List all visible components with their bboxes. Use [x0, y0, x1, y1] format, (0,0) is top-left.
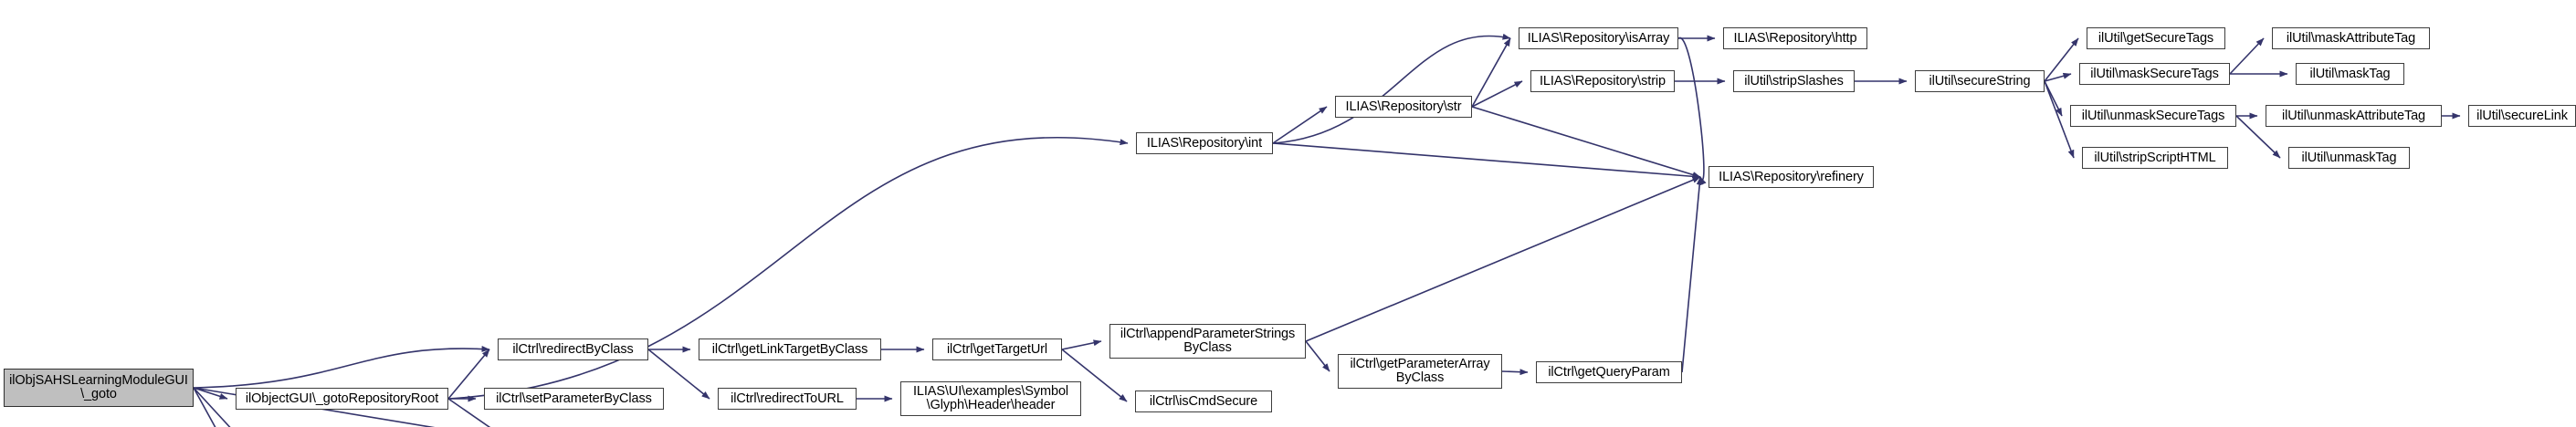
graph-node[interactable]: ilUtil\unmaskAttributeTag [2266, 105, 2442, 127]
graph-edge [1272, 106, 1328, 144]
graph-edge [2044, 72, 2072, 82]
graph-node-label: ILIAS\Repository\refinery [1719, 169, 1864, 184]
graph-node[interactable]: ilUtil\stripSlashes [1733, 70, 1855, 92]
graph-node-label: ilObjectGUI\_gotoRepositoryRoot [245, 391, 439, 406]
graph-node-label: ILIAS\Repository\str [1345, 99, 1462, 114]
graph-node[interactable]: ilCtrl\isCmdSecure [1135, 391, 1272, 412]
graph-node[interactable]: ilCtrl\getTargetUrl [932, 338, 1062, 360]
graph-node[interactable]: ilUtil\maskSecureTags [2079, 63, 2230, 85]
graph-node[interactable]: ilUtil\secureString [1915, 70, 2045, 92]
graph-node-label: ilUtil\stripSlashes [1744, 73, 1844, 89]
graph-node[interactable]: ilCtrl\getLinkTargetByClass [699, 338, 881, 360]
graph-node[interactable]: ilUtil\secureLink [2468, 105, 2576, 127]
graph-node-label: ilCtrl\getTargetUrl [946, 341, 1048, 357]
graph-node-label: ilCtrl\isCmdSecure [1149, 393, 1258, 409]
graph-edge [1272, 142, 1701, 180]
graph-node[interactable]: ilObjectGUI\_gotoRepositoryRoot [236, 388, 448, 410]
graph-node[interactable]: ilUtil\stripScriptHTML [2082, 147, 2228, 169]
graph-node[interactable]: ILIAS\Repository\strip [1530, 70, 1675, 92]
graph-node-label: ILIAS\UI\examples\Symbol \Glyph\Header\h… [912, 384, 1069, 412]
graph-node-label: ilCtrl\getLinkTargetByClass [711, 341, 868, 357]
graph-edge [2229, 37, 2265, 75]
graph-node-label: ilCtrl\appendParameterStrings ByClass [1120, 327, 1296, 355]
graph-node[interactable]: ilCtrl\redirectByClass [498, 338, 648, 360]
graph-node-label: ILIAS\Repository\strip [1539, 73, 1667, 89]
graph-edge [1471, 106, 1701, 178]
graph-node[interactable]: ILIAS\Repository\int [1136, 132, 1273, 154]
graph-node-label: ILIAS\Repository\int [1146, 135, 1263, 151]
graph-node[interactable]: ilCtrl\getQueryParam [1536, 361, 1682, 383]
graph-edge [1501, 369, 1529, 376]
graph-node-label: ilCtrl\getParameterArray ByClass [1350, 357, 1490, 385]
graph-edge [1272, 33, 1511, 144]
graph-node-label: ilUtil\unmaskAttributeTag [2281, 108, 2426, 123]
graph-edge [1471, 80, 1523, 108]
graph-edge [1305, 176, 1701, 342]
graph-node-label: ILIAS\Repository\http [1733, 30, 1857, 46]
graph-node-label: ilUtil\unmaskSecureTags [2081, 108, 2225, 123]
graph-node-label: ilCtrl\setParameterByClass [496, 391, 652, 406]
graph-node[interactable]: ilUtil\getSecureTags [2087, 27, 2225, 49]
graph-node-label: ilUtil\maskSecureTags [2090, 66, 2219, 81]
graph-node-label: ilCtrl\redirectByClass [512, 341, 634, 357]
graph-node-label: ilUtil\secureString [1929, 73, 2031, 89]
graph-edge [1681, 176, 1703, 373]
graph-node-label: ilUtil\secureLink [2476, 108, 2568, 123]
graph-node-root[interactable]: ilObjSAHSLearningModuleGUI \_goto [4, 369, 194, 407]
graph-node[interactable]: ILIAS\UI\examples\Symbol \Glyph\Header\h… [900, 381, 1081, 416]
graph-edge [2044, 80, 2063, 117]
graph-edge [193, 387, 228, 400]
graph-edge [1471, 37, 1511, 108]
graph-node[interactable]: ILIAS\Repository\str [1335, 96, 1472, 118]
graph-node-label: ilUtil\unmaskTag [2301, 150, 2397, 165]
graph-node[interactable]: ILIAS\Repository\refinery [1709, 166, 1874, 188]
graph-node[interactable]: ilUtil\maskTag [2296, 63, 2404, 85]
graph-node[interactable]: ilCtrl\getParameterArray ByClass [1338, 354, 1502, 389]
graph-edge [193, 346, 490, 389]
graph-node-label: ilCtrl\getQueryParam [1548, 364, 1670, 380]
graph-node[interactable]: ilUtil\unmaskTag [2288, 147, 2410, 169]
graph-node-label: ilUtil\stripScriptHTML [2094, 150, 2216, 165]
graph-node-label: ILIAS\Repository\isArray [1527, 30, 1670, 46]
graph-node[interactable]: ilCtrl\setParameterByClass [484, 388, 664, 410]
graph-node-label: ilUtil\maskTag [2309, 66, 2391, 81]
graph-node-label: ilUtil\maskAttributeTag [2286, 30, 2416, 46]
graph-node[interactable]: ilUtil\maskAttributeTag [2272, 27, 2430, 49]
graph-edge [2044, 37, 2079, 82]
graph-node-label: ilCtrl\redirectToURL [731, 391, 844, 406]
graph-edge [1677, 37, 1707, 186]
graph-node-label: ilUtil\getSecureTags [2098, 30, 2214, 46]
graph-node[interactable]: ilUtil\unmaskSecureTags [2070, 105, 2236, 127]
graph-edge [1305, 340, 1330, 372]
graph-node[interactable]: ilCtrl\appendParameterStrings ByClass [1109, 324, 1306, 359]
graph-node-label: ilObjSAHSLearningModuleGUI \_goto [9, 373, 188, 401]
graph-node[interactable]: ilCtrl\redirectToURL [718, 388, 857, 410]
graph-node[interactable]: ILIAS\Repository\isArray [1519, 27, 1678, 49]
graph-edge [1061, 339, 1102, 350]
graph-node[interactable]: ILIAS\Repository\http [1723, 27, 1867, 49]
